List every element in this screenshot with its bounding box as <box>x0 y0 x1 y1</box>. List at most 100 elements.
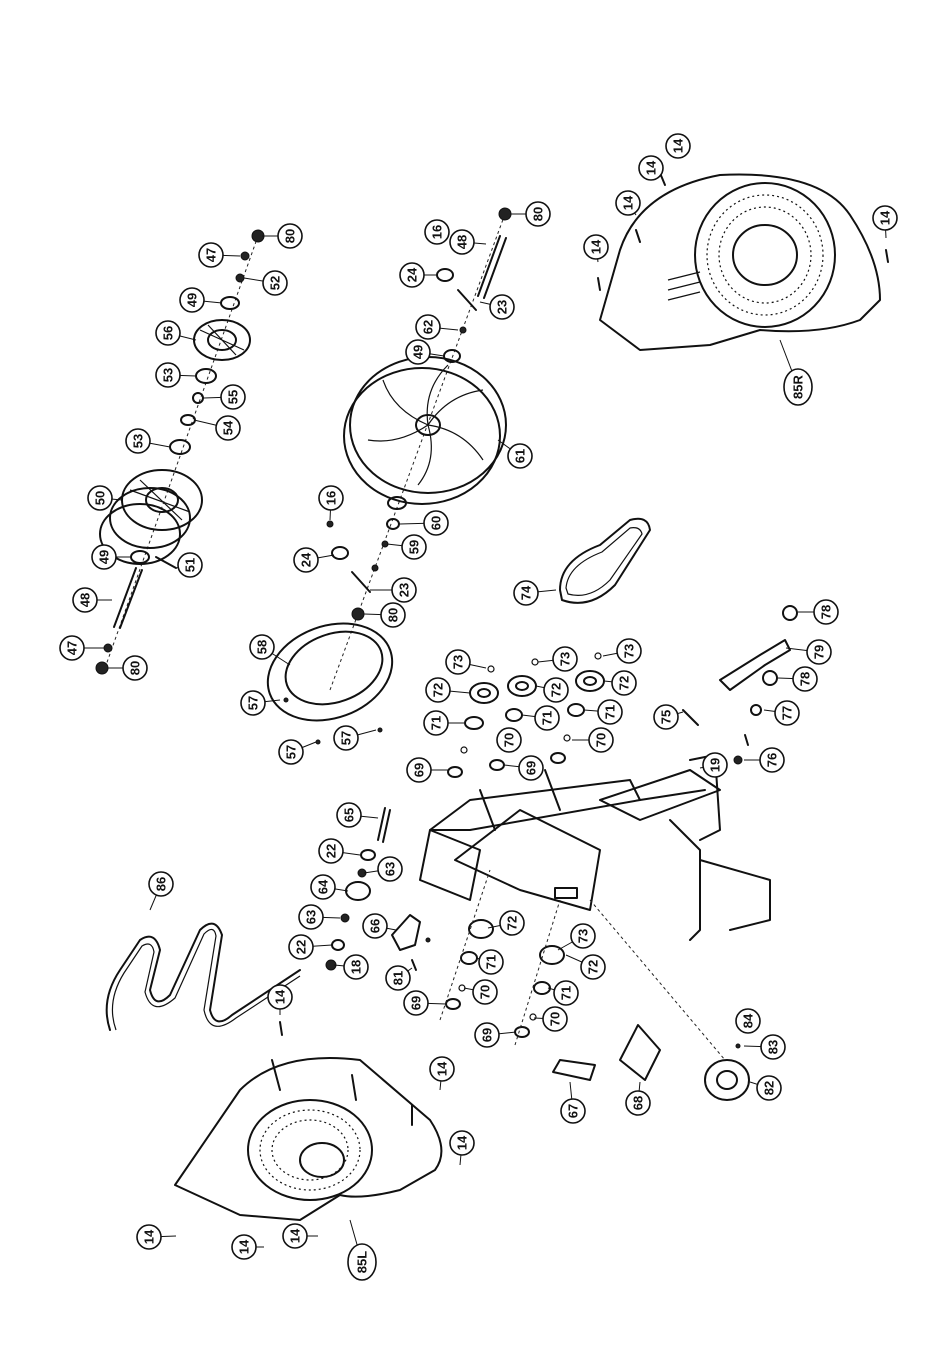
callout-47: 47 <box>60 636 104 660</box>
callout-text: 14 <box>878 210 893 225</box>
callout-text: 71 <box>540 711 555 725</box>
callout-78: 78 <box>798 600 838 624</box>
callout-text: 57 <box>246 696 261 710</box>
callout-text: 67 <box>566 1104 581 1118</box>
callout-53: 53 <box>126 429 170 453</box>
callout-59: 59 <box>387 535 426 559</box>
callout-69: 69 <box>404 991 446 1015</box>
callout-77: 77 <box>764 701 799 725</box>
callout-text: 72 <box>431 683 446 697</box>
callout-text: 70 <box>548 1012 563 1026</box>
callout-70: 70 <box>534 1007 567 1031</box>
callout-71: 71 <box>584 700 622 724</box>
right-cover-85R <box>598 173 888 350</box>
callout-text: 73 <box>558 652 573 666</box>
callout-14: 14 <box>283 1224 318 1248</box>
callout-84: 84 <box>736 1009 760 1033</box>
callout-text: 14 <box>273 989 288 1004</box>
callout-text: 85R <box>791 374 806 398</box>
callout-73: 73 <box>558 924 595 950</box>
callout-22: 22 <box>289 935 332 959</box>
pulley-56 <box>194 320 250 360</box>
callout-58: 58 <box>250 635 290 665</box>
callout-text: 59 <box>407 540 422 554</box>
callout-53: 53 <box>156 363 196 387</box>
callout-text: 86 <box>154 877 169 891</box>
callout-70: 70 <box>572 728 613 752</box>
callout-71: 71 <box>476 950 503 974</box>
callout-71: 71 <box>522 706 559 730</box>
callout-text: 84 <box>741 1013 756 1028</box>
callout-83: 83 <box>744 1035 785 1059</box>
callout-text: 60 <box>429 516 444 530</box>
callout-text: 23 <box>397 583 412 597</box>
callout-text: 73 <box>622 644 637 658</box>
callout-text: 72 <box>505 916 520 930</box>
callout-text: 80 <box>128 661 143 675</box>
callout-57: 57 <box>279 740 316 764</box>
small-parts <box>553 1022 749 1100</box>
callout-text: 14 <box>288 1228 303 1243</box>
callout-49: 49 <box>92 545 130 569</box>
callout-64: 64 <box>311 875 348 899</box>
callout-text: 50 <box>93 491 108 505</box>
callout-text: 66 <box>368 919 383 933</box>
callout-80: 80 <box>262 224 302 248</box>
main-frame <box>420 755 770 940</box>
callout-text: 78 <box>819 605 834 619</box>
callout-text: 68 <box>631 1096 646 1110</box>
callout-text: 73 <box>576 929 591 943</box>
callout-text: 64 <box>316 879 331 894</box>
callout-text: 80 <box>531 207 546 221</box>
callout-text: 22 <box>324 844 339 858</box>
callout-72: 72 <box>604 671 636 695</box>
callout-text: 56 <box>161 326 176 340</box>
callout-72: 72 <box>426 678 470 702</box>
callout-text: 72 <box>617 676 632 690</box>
callout-62: 62 <box>416 315 458 339</box>
callout-text: 14 <box>644 160 659 175</box>
callout-text: 70 <box>478 985 493 999</box>
callout-text: 51 <box>183 558 198 572</box>
callout-80: 80 <box>511 202 550 226</box>
callout-24: 24 <box>400 263 437 287</box>
callout-80: 80 <box>108 656 147 680</box>
callout-67: 67 <box>561 1082 585 1123</box>
callout-text: 71 <box>429 716 444 730</box>
callout-text: 82 <box>762 1081 777 1095</box>
callout-70: 70 <box>464 980 497 1004</box>
callout-text: 18 <box>349 960 364 974</box>
callout-text: 48 <box>455 235 470 249</box>
callout-24: 24 <box>294 548 334 572</box>
callout-labels: 8047524956535554535049514847801648802423… <box>60 134 897 1280</box>
tension-arm <box>326 808 430 970</box>
callout-69: 69 <box>475 1023 516 1047</box>
callout-22: 22 <box>319 839 360 863</box>
callout-71: 71 <box>548 981 578 1005</box>
callout-text: 69 <box>524 761 539 775</box>
callout-65: 65 <box>337 803 378 827</box>
callout-text: 47 <box>204 248 219 262</box>
callout-text: 54 <box>221 420 236 435</box>
callout-text: 69 <box>480 1028 495 1042</box>
callout-text: 74 <box>519 585 534 600</box>
callout-text: 83 <box>766 1040 781 1054</box>
callout-text: 69 <box>409 996 424 1010</box>
callout-16: 16 <box>425 220 449 244</box>
callout-76: 76 <box>744 748 784 772</box>
callout-70: 70 <box>497 728 521 752</box>
callout-48: 48 <box>73 588 112 612</box>
crank-assembly <box>683 606 797 764</box>
callout-73: 73 <box>446 650 486 674</box>
callout-81: 81 <box>386 966 412 990</box>
callout-14: 14 <box>616 191 640 215</box>
callout-text: 61 <box>513 449 528 463</box>
callout-text: 77 <box>780 706 795 720</box>
callout-14: 14 <box>666 134 690 158</box>
callout-text: 49 <box>185 293 200 307</box>
callout-69: 69 <box>407 758 448 782</box>
callout-text: 14 <box>237 1239 252 1254</box>
callout-82: 82 <box>750 1076 781 1100</box>
callout-63: 63 <box>299 905 340 929</box>
callout-79: 79 <box>786 640 831 664</box>
